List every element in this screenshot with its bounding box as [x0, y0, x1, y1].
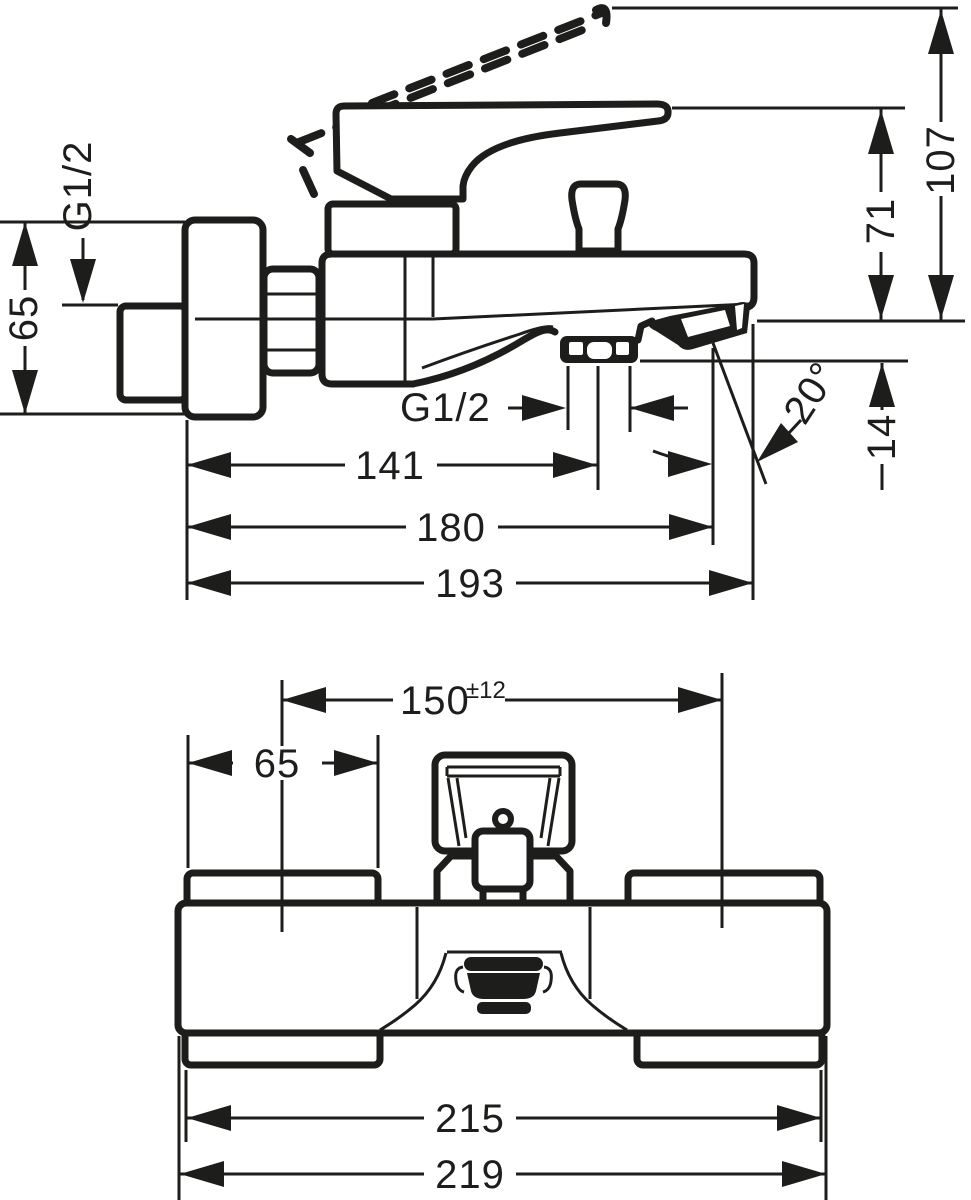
- diverter-knob: [568, 180, 629, 255]
- dim-label-height-total: 107: [919, 125, 963, 195]
- handle-pin-hole: [492, 808, 514, 830]
- dim-label-spout-angle: 20°: [775, 354, 846, 431]
- side-view: G1/2 65 G1/2 141 180: [0, 4, 965, 606]
- dim-label-wall-thread: G1/2: [56, 141, 100, 232]
- dim-label-spout-drop: 14: [860, 414, 904, 461]
- bathtub-icon: [454, 957, 553, 1014]
- hand-shower-port: [560, 336, 638, 363]
- lever-handle: [324, 100, 672, 258]
- hex-nut: [260, 265, 323, 377]
- dim-label-depth-to-spout: 180: [416, 506, 486, 550]
- dim-label-hole-centers: 150: [400, 679, 470, 723]
- wall-nipple: [116, 302, 190, 404]
- spout-angle-reference-line: [711, 342, 768, 485]
- dim-label-escutcheon-diameter-front: 65: [254, 742, 301, 786]
- dim-label-hole-centers-tolerance: ±12: [466, 677, 506, 704]
- front-view: 150 ±12 65 215 219: [174, 673, 831, 1200]
- body-front: [174, 899, 831, 1037]
- handle-stem: [471, 827, 534, 893]
- spout: [409, 302, 908, 388]
- dim-label-depth-to-hose: 141: [355, 444, 425, 488]
- spout-outlet-cap: [647, 302, 750, 350]
- wall-union: [116, 216, 323, 421]
- dim-label-hose-thread: G1/2: [400, 386, 491, 430]
- dim-label-height-to-lever: 71: [859, 198, 903, 245]
- cartridge-base: [324, 200, 460, 258]
- handle-front: [431, 751, 576, 907]
- dim-label-depth-total: 193: [435, 562, 505, 606]
- dimensions-front: 150 ±12 65 215 219: [177, 673, 828, 1200]
- dim-label-width-total: 219: [435, 1153, 505, 1197]
- dim-label-width-over-escutcheons: 215: [435, 1097, 505, 1141]
- dim-label-escutcheon-diameter: 65: [2, 295, 46, 342]
